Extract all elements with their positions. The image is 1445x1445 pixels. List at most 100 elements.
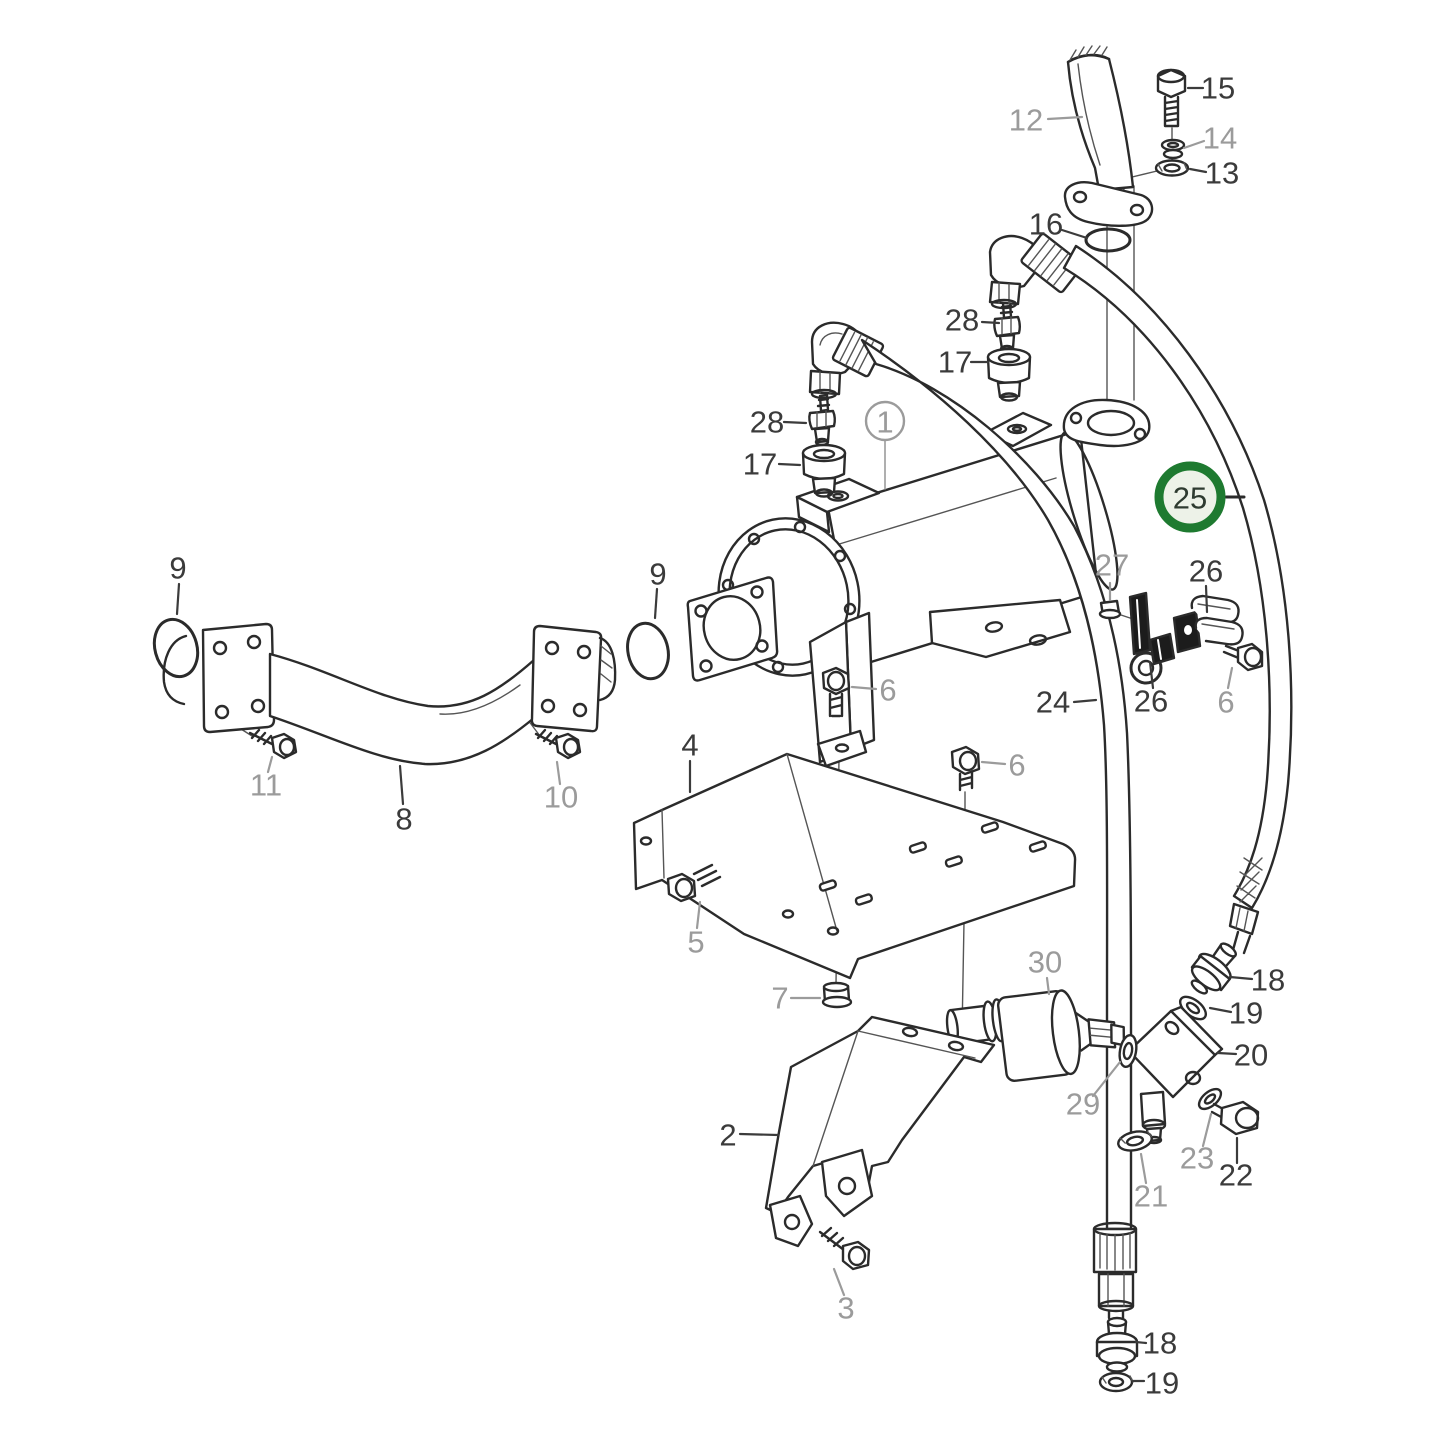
callout-3-33: 3: [837, 1291, 854, 1326]
leader-9-14: [175, 582, 181, 616]
bolt-5: [666, 863, 722, 903]
washer-19-lower: [1098, 1371, 1134, 1393]
bolt-15: [1156, 68, 1187, 128]
pipe-12: [1063, 45, 1154, 227]
callout-14-1: 14: [1203, 121, 1237, 156]
leader-6-19: [850, 685, 878, 691]
leader-18-34: [1134, 1340, 1148, 1345]
callout-21-31: 21: [1134, 1179, 1168, 1214]
lock-washer-14: [1160, 138, 1186, 160]
leader-13-2: [1188, 167, 1208, 174]
leader-17-8: [777, 462, 802, 467]
callout-19-27: 19: [1229, 996, 1263, 1031]
leader-18-26: [1228, 975, 1254, 981]
callout-23-29: 23: [1180, 1141, 1214, 1176]
leader-26-10: [1204, 584, 1209, 614]
leader-11-15: [266, 755, 274, 774]
fitting-17-left: [801, 443, 847, 498]
bolt-11: [248, 728, 298, 760]
callout-9-18: 9: [649, 557, 666, 592]
hose-25-braid: [1236, 857, 1263, 903]
washer-29: [1118, 1033, 1138, 1069]
callout-24-13: 24: [1036, 685, 1070, 720]
leader-23-29: [1201, 1112, 1213, 1148]
callout-5-21: 5: [687, 925, 704, 960]
valve-block-20: [1127, 1005, 1224, 1145]
leader-29-25: [1091, 1060, 1122, 1098]
plug-22: [1210, 1100, 1260, 1136]
hose-24-connector: [1092, 1221, 1138, 1320]
callout-26-11: 26: [1134, 684, 1168, 719]
callout-6-22: 6: [1008, 748, 1025, 783]
bracket-plate-4: [632, 752, 1077, 980]
washer-13: [1154, 159, 1190, 177]
leader-12-3: [1046, 115, 1084, 121]
callout-11-15: 11: [250, 768, 282, 803]
callout-12-3: 12: [1009, 103, 1043, 138]
callout-6-12: 6: [1217, 685, 1234, 720]
leader-2-32: [738, 1132, 780, 1137]
callout-28-7: 28: [750, 405, 784, 440]
callout-28-5: 28: [945, 303, 979, 338]
callout-highlight-25: 25: [1173, 481, 1207, 516]
fitting-18-upper: [1190, 942, 1238, 995]
leader-10-17: [555, 760, 562, 786]
callout-18-26: 18: [1251, 963, 1285, 998]
nut-7: [821, 981, 853, 1009]
callout-29-25: 29: [1066, 1087, 1100, 1122]
highlight-ring-25: [1154, 461, 1226, 533]
callout-13-2: 13: [1205, 156, 1239, 191]
callout-22-30: 22: [1219, 1158, 1253, 1193]
leader-8-16: [398, 764, 405, 806]
leader-16-4: [1060, 228, 1089, 240]
callout-16-4: 16: [1029, 207, 1063, 242]
callout-20-28: 20: [1234, 1038, 1268, 1073]
callout-8-16: 8: [395, 802, 412, 837]
leader-3-33: [832, 1267, 846, 1297]
callout-17-8: 17: [743, 447, 777, 482]
callout-9-14: 9: [169, 551, 186, 586]
bolt-6-plate: [950, 745, 981, 792]
leader-21-31: [1139, 1152, 1148, 1185]
assembly-circle: [864, 400, 906, 442]
callout-assembly-1: 1: [876, 405, 893, 440]
callout-19-35: 19: [1145, 1366, 1179, 1401]
leader-28-7: [782, 420, 808, 425]
bracket-2: [764, 1015, 996, 1248]
leader-5-21: [695, 900, 702, 930]
leader-19-27: [1208, 1006, 1233, 1014]
callout-27-9: 27: [1095, 548, 1129, 583]
leader-6-12: [1226, 666, 1234, 690]
callout-30-24: 30: [1028, 945, 1062, 980]
callout-7-23: 7: [771, 981, 788, 1016]
sensor-30: [945, 989, 1126, 1082]
callout-26-10: 26: [1189, 554, 1223, 589]
pipe-8: [162, 622, 617, 766]
bolt-3: [818, 1226, 871, 1271]
leader-24-13: [1072, 698, 1098, 704]
leader-6-22: [980, 760, 1007, 766]
washer-21: [1117, 1130, 1153, 1152]
leader-9-18: [653, 587, 659, 620]
fitting-28-right: [993, 300, 1021, 354]
bolt-6-exchanger: [821, 666, 851, 718]
leader-14-1: [1182, 139, 1206, 150]
hose-25: [988, 232, 1293, 955]
leader-26-11: [1148, 660, 1155, 690]
callout-2-32: 2: [719, 1118, 736, 1153]
nut-27: [1098, 599, 1122, 620]
callout-10-17: 10: [544, 780, 578, 815]
o-ring-9-left: [152, 617, 200, 679]
leader-28-5: [980, 320, 1001, 325]
bolt-10: [534, 728, 582, 760]
o-ring-9-right: [626, 621, 670, 681]
o-ring-16: [1084, 227, 1132, 253]
bolt-6-clamp: [1222, 642, 1264, 672]
callout-6-19: 6: [879, 673, 896, 708]
callout-18-34: 18: [1143, 1326, 1177, 1361]
clamp-26-left: [1128, 591, 1176, 685]
fitting-18-lower: [1095, 1316, 1139, 1373]
